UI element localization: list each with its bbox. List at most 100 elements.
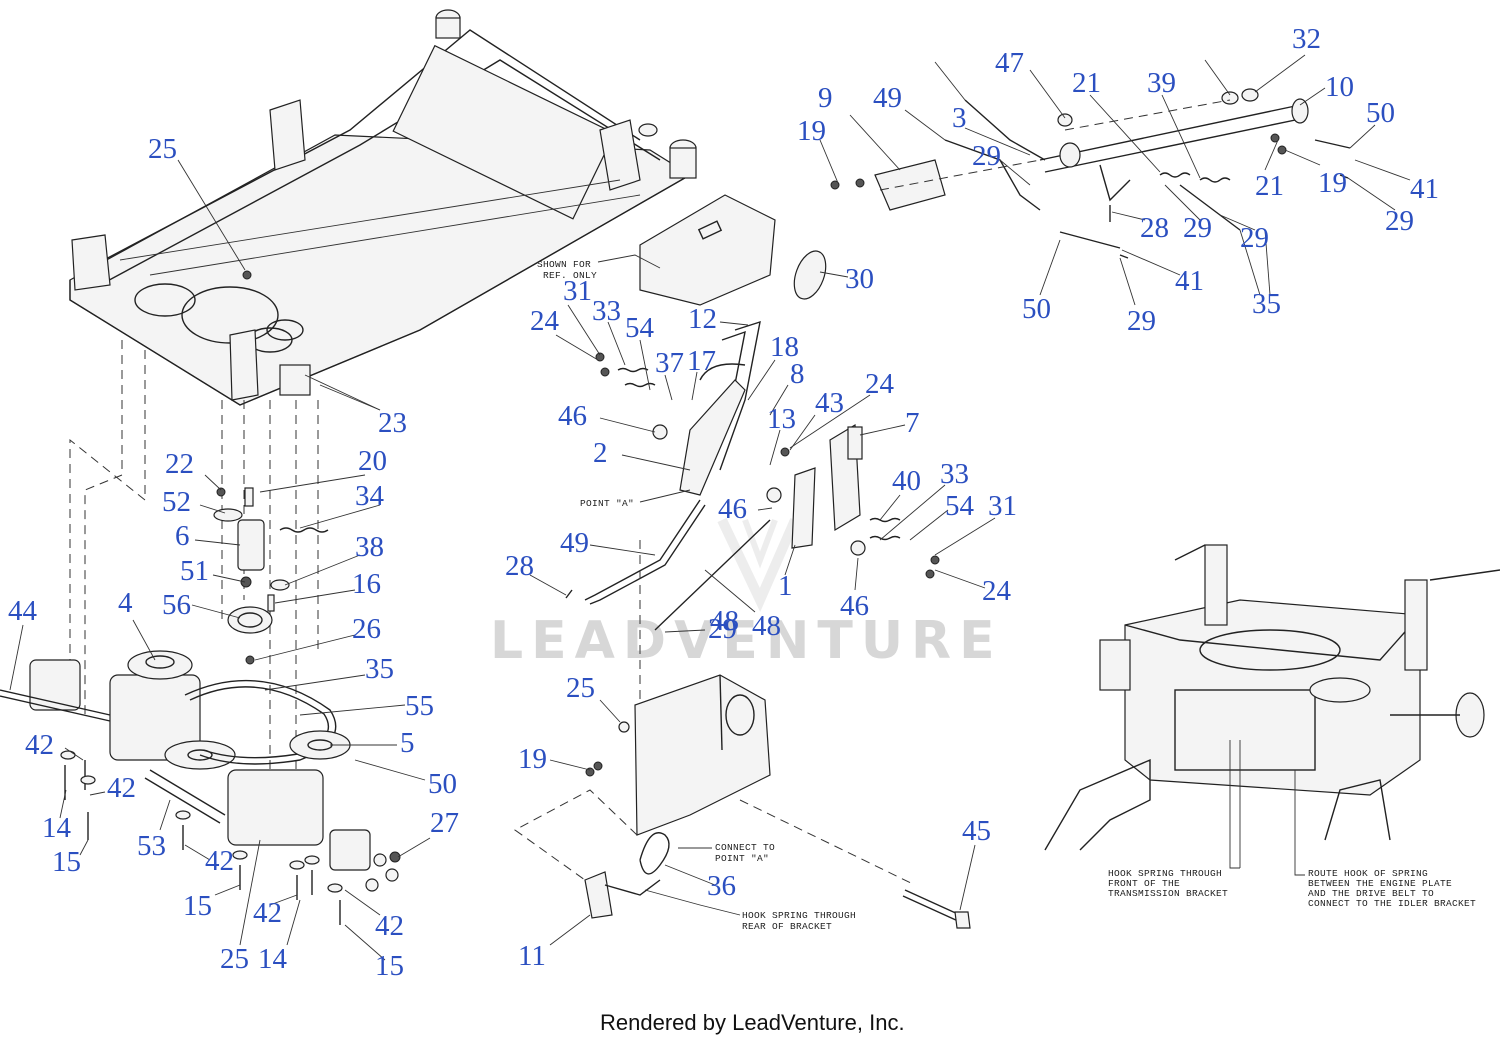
note-shown-for-ref-2: REF. ONLY [543, 270, 597, 281]
callout: 42 [205, 845, 234, 877]
callout: 1 [778, 570, 793, 602]
installed-view [1044, 544, 1500, 851]
callout: 20 [358, 445, 387, 477]
callout: 19 [797, 115, 826, 147]
callout: 28 [1140, 212, 1169, 244]
callout: 44 [8, 595, 38, 627]
assembly-lines-top-right [879, 99, 1231, 191]
note-hook-rear-1: HOOK SPRING THROUGH [742, 910, 856, 921]
callout: 29 [708, 613, 737, 645]
callout: 41 [1410, 173, 1439, 205]
callout: 15 [375, 950, 404, 982]
rods-48-49 [565, 499, 771, 631]
callout: 24 [865, 368, 895, 400]
callout: 25 [220, 943, 249, 975]
callout: 12 [688, 303, 717, 335]
callout: 54 [625, 312, 655, 344]
note-connect-2: POINT "A" [715, 853, 769, 864]
assembly-lines-center [514, 540, 916, 886]
control-levers [595, 250, 940, 579]
callout: 39 [1147, 67, 1176, 99]
note-hook-rear-2: REAR OF BRACKET [742, 921, 832, 932]
callout: 30 [845, 263, 874, 295]
callout: 56 [162, 589, 191, 621]
callout: 22 [165, 448, 194, 480]
callout: 8 [790, 358, 805, 390]
callout: 45 [962, 815, 991, 847]
callout: 19 [1318, 167, 1347, 199]
callout: 31 [988, 490, 1017, 522]
callout: 50 [1022, 293, 1051, 325]
callout: 47 [995, 47, 1024, 79]
note-route-hook-4: CONNECT TO THE IDLER BRACKET [1308, 898, 1476, 909]
note-route-hook-2: BETWEEN THE ENGINE PLATE [1308, 878, 1452, 889]
callout: 26 [352, 613, 381, 645]
callout: 10 [1325, 71, 1354, 103]
note-point-a: POINT "A" [580, 498, 634, 509]
callout: 40 [892, 465, 921, 497]
callout: 2 [593, 437, 608, 469]
callout: 23 [378, 407, 407, 439]
callout: 38 [355, 531, 384, 563]
callout: 46 [558, 400, 587, 432]
callout: 54 [945, 490, 975, 522]
callout: 25 [148, 133, 177, 165]
callout: 33 [592, 295, 621, 327]
callout: 42 [107, 772, 136, 804]
transaxle-right [144, 769, 401, 892]
callout: 35 [1252, 288, 1281, 320]
note-hook-front-3: TRANSMISSION BRACKET [1108, 888, 1228, 899]
callout: 55 [405, 690, 434, 722]
callout: 18 [770, 331, 799, 363]
callout: 29 [1385, 205, 1414, 237]
bolt-45 [902, 889, 971, 929]
callout-labels: 25 23 22 20 52 34 6 38 51 16 56 4 26 44 … [8, 23, 1439, 982]
callout: 14 [258, 943, 288, 975]
note-connect-1: CONNECT TO [715, 842, 775, 853]
callout: 9 [818, 82, 833, 114]
callout: 50 [428, 768, 457, 800]
callout: 33 [940, 458, 969, 490]
console-cover [639, 194, 776, 306]
drive-belt [184, 679, 351, 765]
callout: 50 [1366, 97, 1395, 129]
footer-credit: Rendered by LeadVenture, Inc. [600, 1010, 905, 1035]
callout: 53 [137, 830, 166, 862]
callout: 5 [400, 727, 415, 759]
callout: 29 [972, 140, 1001, 172]
callout: 6 [175, 520, 190, 552]
callout: 36 [707, 870, 736, 902]
callout: 51 [180, 555, 209, 587]
note-route-hook-3: AND THE DRIVE BELT TO [1308, 888, 1434, 899]
assembly-lines-left [69, 340, 319, 790]
callout: 21 [1255, 170, 1284, 202]
callout: 31 [563, 275, 592, 307]
watermark-logo [717, 517, 800, 613]
callout: 48 [710, 605, 739, 637]
callout: 16 [352, 568, 381, 600]
callout: 49 [873, 82, 902, 114]
callout: 4 [118, 587, 133, 619]
callout: 15 [52, 846, 81, 878]
callout: 24 [530, 305, 560, 337]
note-hook-front-1: HOOK SPRING THROUGH [1108, 868, 1222, 879]
callout: 49 [560, 527, 589, 559]
callout: 46 [840, 590, 869, 622]
callout: 32 [1292, 23, 1321, 55]
callout: 21 [1072, 67, 1101, 99]
callout: 27 [430, 807, 459, 839]
idler-assembly [213, 487, 329, 665]
callout: 24 [982, 575, 1012, 607]
callout: 35 [365, 653, 394, 685]
note-shown-for-ref-1: SHOWN FOR [537, 259, 591, 270]
callout: 41 [1175, 265, 1204, 297]
callout: 37 [655, 347, 684, 379]
callout: 11 [518, 940, 546, 972]
callout: 46 [718, 493, 747, 525]
callout: 13 [767, 403, 796, 435]
callout: 42 [25, 729, 54, 761]
callout: 34 [355, 480, 385, 512]
transmission-bracket [584, 674, 771, 919]
leader-lines [9, 54, 1411, 961]
